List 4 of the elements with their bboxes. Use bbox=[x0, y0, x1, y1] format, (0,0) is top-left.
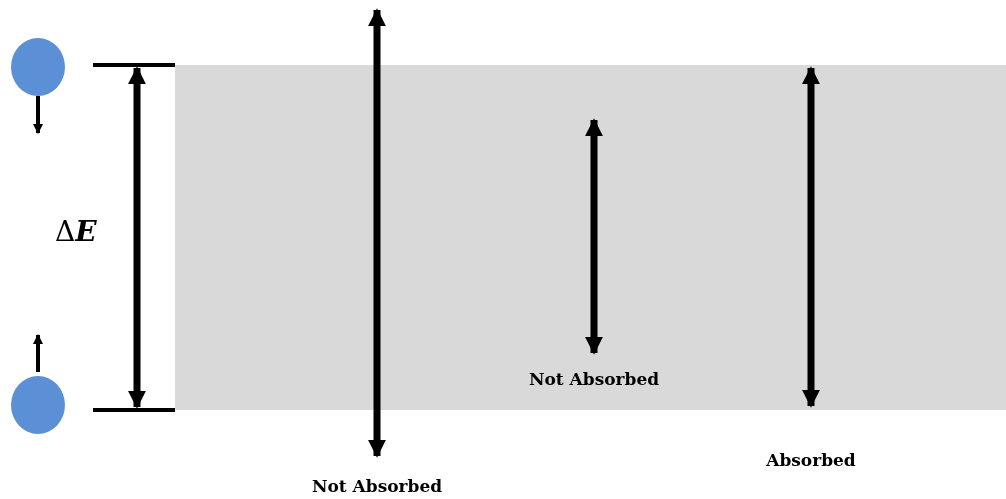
absorption-label: Absorbed bbox=[766, 450, 856, 470]
absorption-label: Not Absorbed bbox=[528, 369, 660, 389]
absorption-label: Not Absorbed bbox=[311, 476, 443, 496]
energy-gap-label: ΔE bbox=[55, 215, 97, 248]
